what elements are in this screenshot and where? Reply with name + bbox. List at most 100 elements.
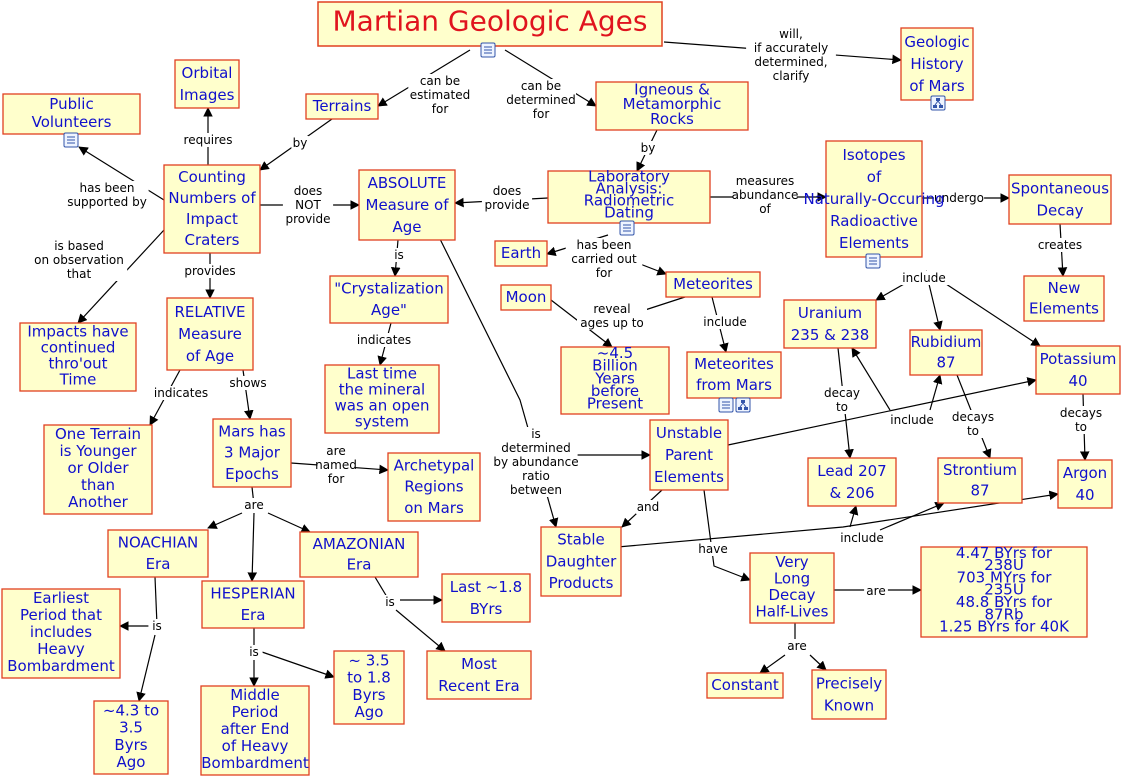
map-title[interactable]: Martian Geologic Ages xyxy=(317,1,663,47)
node-moon[interactable]: Moon xyxy=(500,284,552,311)
document-icon[interactable] xyxy=(865,253,881,269)
link-line-include4 xyxy=(879,501,945,531)
link-label-requires: requires xyxy=(179,133,237,147)
submap-icon[interactable] xyxy=(735,397,751,413)
document-icon[interactable] xyxy=(619,220,635,236)
document-icon[interactable] xyxy=(718,397,734,413)
node-earth[interactable]: Earth xyxy=(494,240,548,267)
document-icon[interactable] xyxy=(480,42,496,58)
document-icon[interactable] xyxy=(63,132,79,148)
link-line-include4 xyxy=(605,490,1059,549)
link-label-include1: include xyxy=(898,271,950,285)
link-label-by2: by xyxy=(639,141,657,155)
node-lead[interactable]: Lead 207& 206 xyxy=(807,457,897,507)
svg-text:requires: requires xyxy=(184,133,233,147)
node-terrains[interactable]: Terrains xyxy=(305,93,379,120)
svg-text:Terrains: Terrains xyxy=(312,97,372,115)
link-label-include4: include xyxy=(836,531,888,545)
link-label-by1: by xyxy=(291,136,309,150)
svg-text:include: include xyxy=(840,531,883,545)
svg-text:shows: shows xyxy=(229,376,266,390)
submap-icon[interactable] xyxy=(930,95,946,111)
node-constant[interactable]: Constant xyxy=(706,672,784,699)
link-label-is4: is xyxy=(245,645,263,659)
link-label-undergo: undergo xyxy=(933,191,985,205)
link-line-are1 xyxy=(267,512,311,533)
svg-text:include: include xyxy=(902,271,945,285)
link-label-shows: shows xyxy=(229,376,267,390)
link-line-is3 xyxy=(154,576,158,626)
svg-text:by: by xyxy=(641,141,656,155)
node-meteorites[interactable]: Meteorites xyxy=(665,271,761,298)
link-line-include3 xyxy=(727,377,1037,446)
svg-text:Moon: Moon xyxy=(506,288,547,306)
